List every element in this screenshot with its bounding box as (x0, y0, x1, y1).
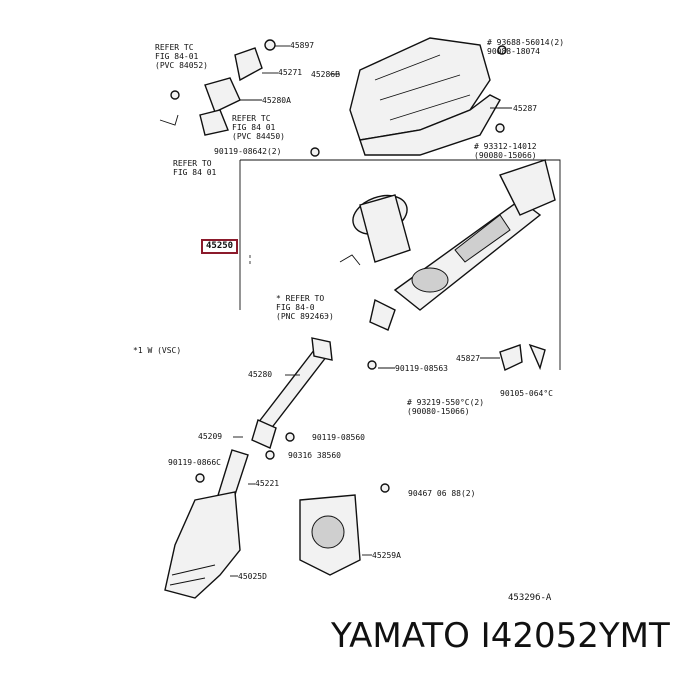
part-93688-line1: # 93688-56014(2) (487, 38, 565, 47)
brand-watermark: YAMATO I42052YMT (331, 616, 670, 656)
part-90119-08560: 90119-08560 (312, 433, 365, 442)
part-93219-line2: (90080-15066) (407, 407, 470, 416)
label-45897: 45897 (290, 41, 315, 50)
part-93312-line2: (90080-15066) (474, 151, 537, 160)
boot-part (164, 491, 241, 599)
refer-note-3-line1: REFER TO (173, 159, 212, 168)
refer-note-2-line3: (PVC 84450) (232, 132, 285, 141)
steering-column-assembly (339, 159, 556, 311)
refer-note-4-line2: FIG 84-0 (276, 303, 315, 312)
refer-note-3: REFER TO FIG 84 01 (173, 159, 216, 177)
label-45259A: 45259A (372, 551, 401, 560)
refer-note-1-line2: FIG 84-01 (155, 52, 199, 61)
column-cover-part (349, 37, 501, 156)
part-90119-08563: 90119-08563 (395, 364, 448, 373)
part-93219-line1: # 93219-550°C(2) (407, 398, 485, 407)
part-93688: # 93688-56014(2) 90088-18074 (487, 38, 564, 56)
drawing-number: 45329б-A (508, 593, 552, 603)
bracket-cluster-top (159, 39, 276, 136)
refer-note-2-line2: FIG 84 01 (232, 123, 276, 132)
refer-note-4-line3: (PNC 89246Э) (276, 312, 334, 321)
refer-note-4: * REFER TO FIG 84-0 (PNC 89246Э) (276, 294, 334, 321)
refer-note-3-line2: FIG 84 01 (173, 168, 217, 177)
label-45286B: 45286B (311, 70, 340, 79)
label-45271: 45271 (278, 68, 303, 77)
bolts (195, 45, 507, 493)
label-45209: 45209 (198, 432, 223, 441)
part-90467: 90467 06 88(2) (408, 489, 476, 498)
refer-note-1: REFER TC FIG 84-01 (PVC 84052) (155, 43, 208, 70)
assembly-frame-line (240, 159, 561, 370)
part-90119-08642: 90119-08642(2) (214, 147, 282, 156)
label-45025D: 45025D (238, 572, 267, 581)
part-9031: 9031б 38560 (288, 451, 341, 460)
highlighted-part-number: 45250 (201, 239, 239, 254)
label-45827: 45827 (456, 354, 481, 363)
part-93312: # 93312-14012 (90080-15066) (474, 142, 537, 160)
refer-note-2-line1: REFER TC (232, 114, 271, 123)
bracket-45827 (499, 343, 546, 371)
refer-note-1-line1: REFER TC (155, 43, 194, 52)
refer-note-1-line3: (PVC 84052) (155, 61, 208, 70)
part-93312-line1: # 93312-14012 (474, 142, 537, 151)
label-45287: 45287 (513, 104, 538, 113)
cover-plate-part (299, 494, 361, 576)
intermediate-shaft-part (251, 298, 396, 449)
refer-note-2: REFER TC FIG 84 01 (PVC 84450) (232, 114, 285, 141)
vsc-note: *1 W (VSC) (133, 346, 182, 355)
label-45280A: 45280A (262, 96, 291, 105)
label-45280: 45280 (248, 370, 273, 379)
part-90105: 90105-064°C (500, 389, 553, 398)
leader-lines (230, 45, 512, 577)
refer-note-4-line1: * REFER TO (276, 294, 325, 303)
part-93219: # 93219-550°C(2) (90080-15066) (407, 398, 484, 416)
label-45221: 45221 (255, 479, 280, 488)
part-93688-line2: 90088-18074 (487, 47, 540, 56)
part-90119-0866C: 90119-0866C (168, 458, 221, 467)
